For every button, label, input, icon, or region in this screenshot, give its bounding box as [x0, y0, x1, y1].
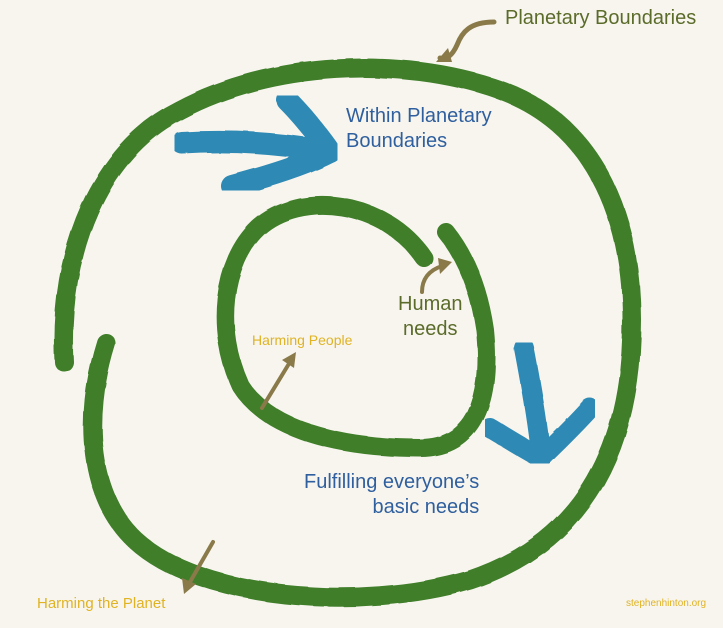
fulfilling-needs-arrow: [480, 338, 600, 468]
human-needs-line2: needs: [402, 318, 458, 340]
planetary-boundaries-label: Planetary Boundaries: [505, 7, 697, 29]
harming-planet-pointer: [182, 540, 215, 594]
human-needs-pointer: [420, 258, 452, 294]
within-boundaries-arrow: [171, 89, 341, 197]
inner-ring: [216, 196, 496, 457]
credit-text: stephenhinton.org: [626, 598, 707, 609]
fulfilling-needs-line2: basic needs: [372, 496, 480, 518]
human-needs-line1: Human: [398, 293, 463, 315]
within-boundaries-label: Within Planetary Boundaries: [346, 104, 492, 154]
outer-ring: [53, 58, 642, 607]
human-needs-label: Human needs: [398, 292, 462, 342]
fulfilling-needs-line1: Fulfilling everyone’s: [304, 471, 480, 493]
harming-planet-label: Harming the Planet: [37, 595, 166, 612]
planetary-boundaries-pointer: [436, 19, 497, 62]
fulfilling-needs-label: Fulfilling everyone’s basic needs: [304, 470, 479, 520]
harming-people-pointer: [260, 352, 296, 410]
harming-people-label: Harming People: [252, 332, 353, 348]
within-boundaries-line1: Within Planetary: [346, 105, 492, 127]
within-boundaries-line2: Boundaries: [346, 130, 448, 152]
